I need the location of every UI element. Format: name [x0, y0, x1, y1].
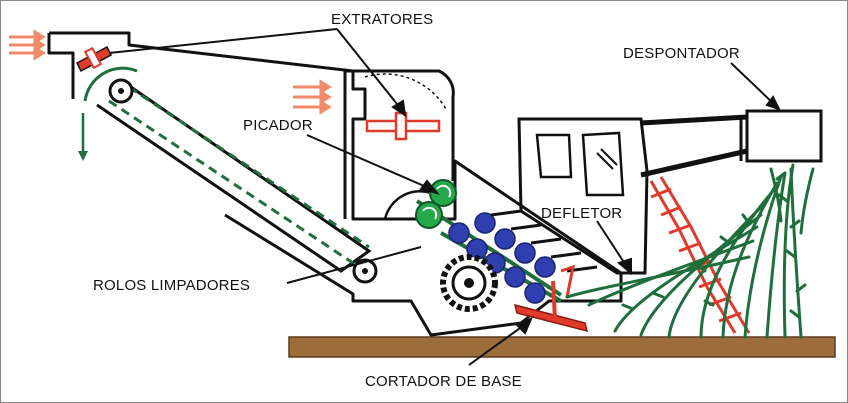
primary-extractor-hood — [343, 69, 455, 219]
cab-window-right — [581, 131, 625, 197]
elevator-conveyor — [78, 66, 378, 284]
chopper-drum-lower — [415, 201, 443, 229]
crop-divider — [649, 176, 751, 334]
base-cutter — [513, 264, 589, 333]
label-rolos-limpadores: ROLOS LIMPADORES — [93, 277, 251, 294]
label-despontador: DESPONTADOR — [623, 45, 740, 62]
chopper-drum-upper — [429, 179, 457, 207]
operator-cab — [517, 117, 649, 275]
label-extratores: EXTRATORES — [331, 11, 434, 28]
cab-window-left — [535, 133, 573, 179]
label-cortador-de-base: CORTADOR DE BASE — [365, 373, 522, 390]
airflow-arrows — [9, 29, 332, 115]
leader-lines — [108, 28, 781, 366]
sugarcane-stalks — [565, 163, 815, 339]
secondary-extractor-fan — [76, 45, 112, 73]
ground-strip — [288, 336, 836, 358]
topper-unit — [640, 109, 823, 178]
label-picador: PICADOR — [243, 117, 313, 134]
feed-gear — [440, 254, 498, 312]
label-defletor: DEFLETOR — [541, 205, 623, 222]
